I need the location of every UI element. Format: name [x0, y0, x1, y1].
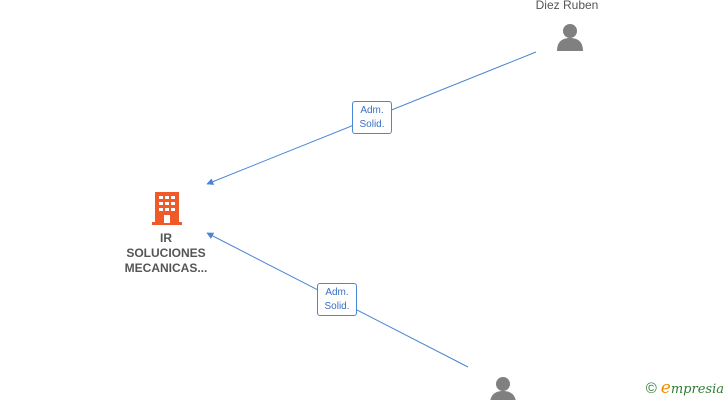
edge-label-top-line1: Adm. — [360, 104, 384, 116]
company-node[interactable] — [151, 190, 183, 226]
building-icon — [152, 192, 182, 225]
company-name-line2: SOLUCIONES — [126, 246, 206, 260]
company-name[interactable]: IR SOLUCIONES MECANICAS... — [106, 231, 226, 276]
edge-label-bottom-line1: Adm. — [325, 286, 349, 298]
person-icon — [557, 24, 583, 51]
person-top-node[interactable] — [555, 22, 585, 52]
person-top-name[interactable]: Diez Ruben — [535, 0, 599, 12]
person-icon — [490, 377, 516, 400]
company-name-line3: MECANICAS... — [124, 261, 208, 275]
person-bottom-node[interactable] — [488, 375, 518, 400]
edge-label-bottom[interactable]: Adm. Solid. — [317, 283, 357, 316]
company-name-line1: IR — [160, 231, 172, 245]
brand-name: empresia — [660, 378, 724, 398]
edge-label-top-line2: Solid. — [359, 118, 385, 130]
brand-watermark: © empresia — [646, 378, 724, 398]
edge-label-bottom-line2: Solid. — [324, 300, 350, 312]
copyright-icon: © — [645, 379, 657, 397]
edge-label-top[interactable]: Adm. Solid. — [352, 101, 392, 134]
